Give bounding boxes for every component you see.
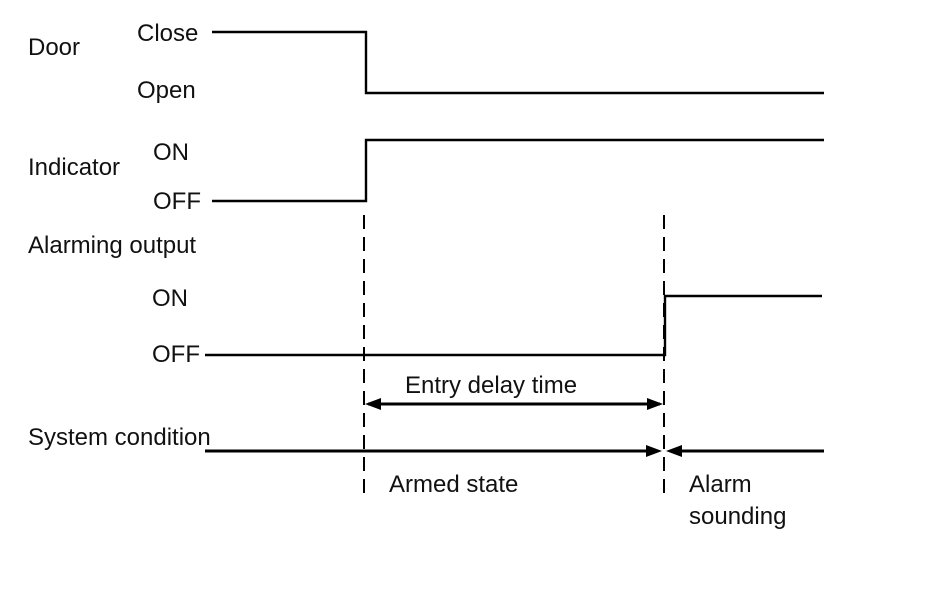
alarming-output-waveform: [205, 294, 822, 357]
system-condition-label: System condition: [28, 424, 211, 451]
entry-delay-arrowhead-right: [647, 398, 663, 410]
alarming-output-on-level-label: ON: [152, 285, 188, 312]
indicator-signal-label: Indicator: [28, 154, 120, 181]
armed-state-label: Armed state: [389, 471, 518, 498]
door-close-level-label: Close: [137, 20, 198, 47]
door-signal-label: Door: [28, 34, 80, 61]
entry-delay-time-label: Entry delay time: [405, 372, 577, 399]
alarm-sounding-label-line2: sounding: [689, 503, 786, 530]
door-open-level-label: Open: [137, 77, 196, 104]
indicator-on-level-label: ON: [153, 139, 189, 166]
door-waveform: [212, 30, 824, 95]
armed-state-arrowhead: [646, 445, 662, 457]
entry-delay-arrowhead-left: [365, 398, 381, 410]
alarm-sounding-arrowhead: [666, 445, 682, 457]
indicator-off-level-label: OFF: [153, 188, 201, 215]
indicator-waveform: [212, 138, 824, 203]
alarming-output-off-level-label: OFF: [152, 341, 200, 368]
alarm-sounding-label-line1: Alarm: [689, 471, 752, 498]
alarming-output-signal-label: Alarming output: [28, 232, 196, 259]
